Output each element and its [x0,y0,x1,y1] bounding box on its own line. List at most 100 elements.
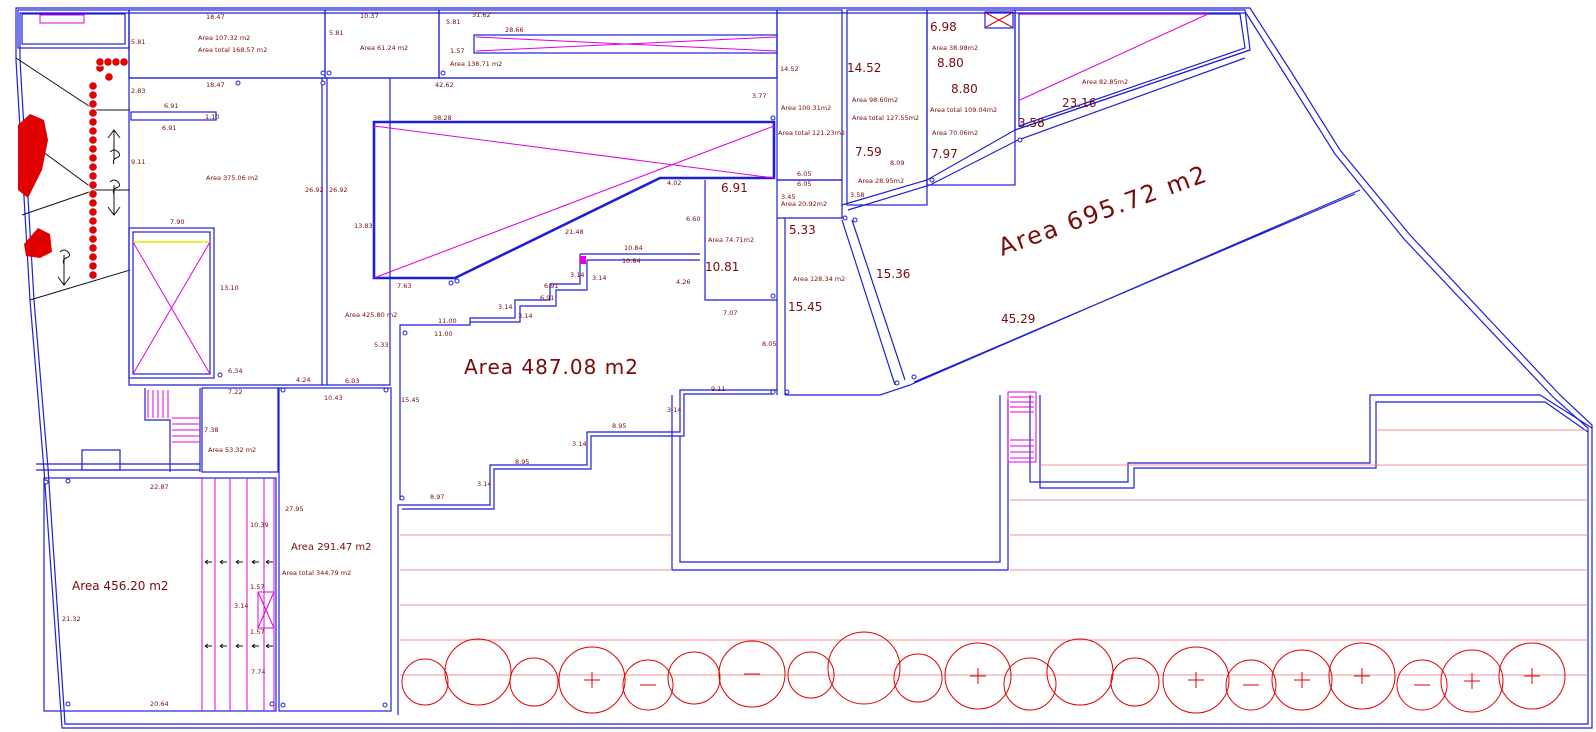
dim-label: 6.91 [544,282,558,290]
label-area-total-109: Area total 109.04m2 [930,106,997,114]
label-area-138: Area 138.71 m2 [450,60,502,68]
dim-label: 15.45 [401,396,420,404]
dim-label: 38.28 [433,114,452,122]
label-area-total-121: Area total 121.23m2 [778,129,845,137]
column-marker [911,374,917,380]
dim-label: 3.14 [234,602,248,610]
tree-circle [1162,646,1230,714]
dim-label: 11.00 [438,317,457,325]
dim-label: 2.83 [131,87,145,95]
column-marker [929,177,935,183]
dim-label: 4.02 [667,179,681,187]
tree-circle [718,640,786,708]
label-area-100: Area 100.31m2 [781,104,831,112]
column-marker [320,70,326,76]
dim-label: 7.90 [170,218,184,226]
dim-label: 6.91 [162,124,176,132]
dim-label: 7.74 [251,668,265,676]
hedge-dot [88,81,98,91]
site-parking-lines [400,429,1588,676]
hedge-dot [88,225,98,235]
outer-boundary [15,7,1593,729]
column-marker [402,330,408,336]
hedge-dot [95,57,105,67]
hedge-dot [103,57,113,67]
dim-label: 6.60 [686,215,700,223]
column-marker [280,702,286,708]
hedge-dot [88,153,98,163]
tree-circle [401,658,449,706]
label-area-70: Area 70.06m2 [932,129,978,137]
ramp-arrows [204,559,273,649]
dim-label: 8.80 [937,56,964,70]
column-marker [399,495,405,501]
column-marker [1017,137,1023,143]
tree-cross [1354,668,1370,684]
dim-label: 11.00 [434,330,453,338]
tree-circle [1003,657,1057,711]
dim-label: 3.77 [752,92,766,100]
dim-label: 21.32 [62,615,81,623]
column-marker [280,387,286,393]
column-marker [454,278,460,284]
label-area-487: Area 487.08 m2 [464,355,639,379]
dim-label: 6.34 [228,367,242,375]
label-area-425: Area 425.80 m2 [345,311,397,319]
dim-label: 1.57 [250,628,264,636]
column-marker [852,217,858,223]
dim-label: 6.91 [721,181,748,195]
hedge-dot [88,144,98,154]
column-marker [217,372,223,378]
tree-circle [1046,638,1114,706]
tree-circle [827,631,901,705]
column-marker [894,380,900,386]
dim-label: 6.05 [797,170,811,178]
label-area-38: Area 38.98m2 [932,44,978,52]
dim-label: 5.81 [329,29,343,37]
dim-label: 3.14 [498,303,512,311]
hedge-dot [88,270,98,280]
dim-label: 13.83 [354,222,373,230]
lower-left-rooms [36,387,1037,712]
column-marker [320,80,326,86]
dim-label: 18.47 [206,13,225,21]
column-marker [842,215,848,221]
dim-label: 3.14 [572,440,586,448]
dim-label: 42.62 [435,81,454,89]
tree-circle [509,657,559,707]
column-marker [448,280,454,286]
dim-label: 6.98 [930,20,957,34]
dim-label: 6.03 [345,377,359,385]
dim-label: 21.48 [565,228,584,236]
label-area-74: Area 74.71m2 [708,236,754,244]
dim-label: 14.52 [847,61,881,75]
dim-label: 45.29 [1001,312,1035,326]
hedge-dot [88,180,98,190]
tree-circle [944,642,1012,710]
hedge-dot [88,198,98,208]
tree-circle [444,638,512,706]
dim-label: 15.45 [788,300,822,314]
dim-label: 3.58 [1018,116,1045,130]
dim-label: 7.97 [931,147,958,161]
hedge-dot [88,207,98,217]
label-area-375: Area 375.06 m2 [206,174,258,182]
label-area-20: Area 20.92m2 [781,200,827,208]
planting-hedge [18,57,129,280]
column-marker [65,478,71,484]
label-area-28: Area 28.95m2 [858,177,904,185]
dim-label: 4.26 [676,278,690,286]
column-marker [770,293,776,299]
label-area-456: Area 456.20 m2 [72,579,169,593]
dim-label: 7.07 [723,309,737,317]
interior-walls [128,10,1361,395]
dimension-labels: 18.47 10.37 31.62 28.66 5.81 5.81 5.81 1… [62,11,1096,708]
dim-label: 8.95 [515,458,529,466]
dim-label: 3.14 [667,406,681,414]
label-area-98: Area 98.60m2 [852,96,898,104]
dim-label: 3.14 [570,271,584,279]
dim-label: 3.14 [592,274,606,282]
tree-circle [1498,642,1566,710]
dim-label: 6.91 [164,102,178,110]
dim-label: 4.24 [296,376,310,384]
